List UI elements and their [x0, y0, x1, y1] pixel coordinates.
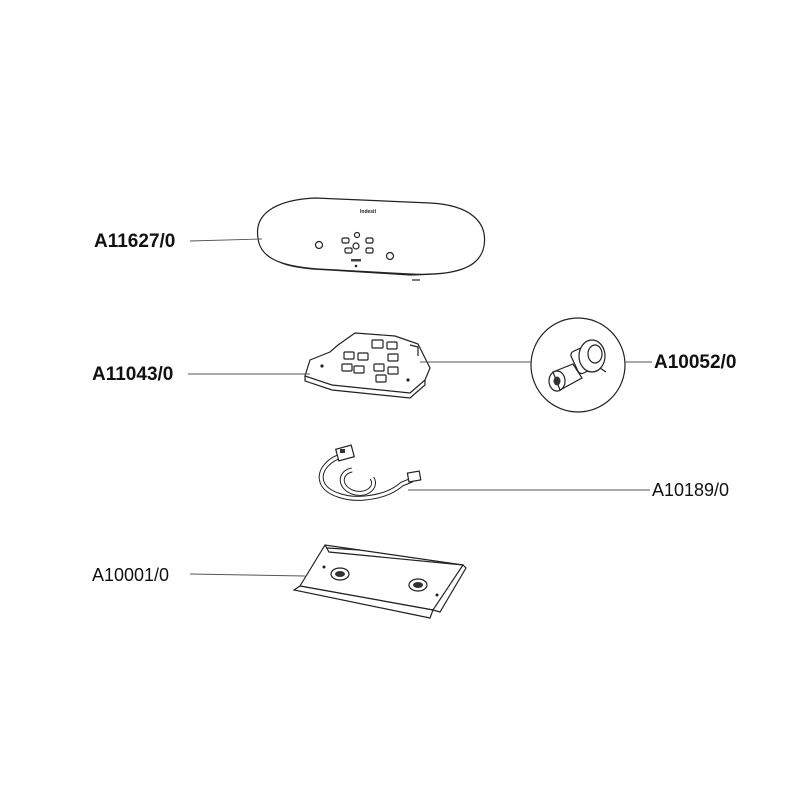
leader-line-bracket [189, 573, 306, 577]
part-label-top-cover: A11627/0 [94, 231, 176, 252]
cable-part [318, 444, 422, 501]
top-cover-part: Indesit [256, 197, 486, 281]
control-board-part [304, 332, 431, 399]
part-label-knob: A10052/0 [654, 352, 737, 373]
cover-logo: Indesit [360, 209, 376, 215]
leader-lines [188, 238, 652, 577]
leader-line-top-cover [189, 238, 263, 242]
part-label-cable: A10189/0 [652, 480, 730, 500]
part-label-bracket: A10001/0 [92, 565, 170, 585]
bracket-part [292, 544, 467, 619]
knob-part [530, 317, 626, 413]
part-label-control-board: A11043/0 [92, 364, 174, 385]
